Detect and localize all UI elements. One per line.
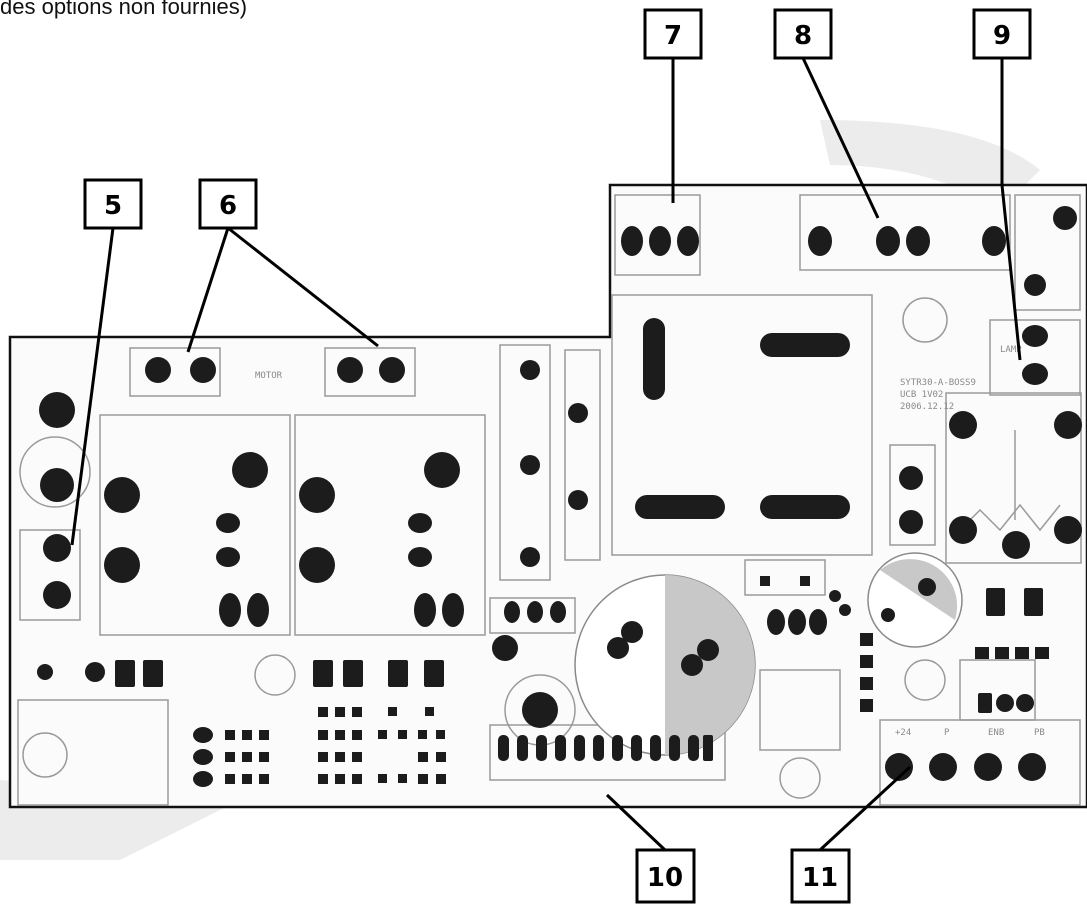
callout-label-10: 10: [647, 863, 683, 893]
callout-label-9: 9: [993, 21, 1011, 51]
terminal-label-enb: ENB: [988, 728, 1004, 738]
callout-6: 6: [198, 178, 258, 230]
leader-lines: [70, 57, 1022, 852]
caption-text: des options non fournies): [0, 0, 248, 19]
callout-label-5: 5: [104, 191, 122, 221]
callout-label-6: 6: [219, 191, 237, 221]
board-id-line-3: 2006.12.12: [900, 402, 954, 412]
callout-label-11: 11: [802, 863, 838, 893]
motor-silk-label: MOTOR: [255, 371, 283, 381]
board-id-line-1: SYTR30-A-BOSS9: [900, 378, 976, 388]
main-capacitor: [574, 574, 756, 756]
callout-label-7: 7: [664, 21, 682, 51]
small-capacitor: [867, 552, 963, 648]
callout-8: 8: [773, 8, 833, 60]
callout-9: 9: [972, 8, 1032, 60]
silkscreen-text: MOTOR LAMP SYTR30-A-BOSS9 UCB 1V02 2006.…: [255, 345, 1045, 738]
callout-label-8: 8: [794, 21, 812, 51]
terminal-label-p: P: [944, 728, 950, 738]
callout-10: 10: [635, 848, 696, 904]
callout-7: 7: [643, 8, 703, 60]
lamp-silk-label: LAMP: [1000, 345, 1022, 355]
terminal-label-pb: PB: [1034, 728, 1045, 738]
terminal-label-24v: +24: [895, 728, 911, 738]
callout-11: 11: [790, 848, 851, 904]
callout-5: 5: [83, 178, 143, 230]
solder-pads: [37, 206, 1082, 787]
board-id-line-2: UCB 1V02: [900, 390, 943, 400]
